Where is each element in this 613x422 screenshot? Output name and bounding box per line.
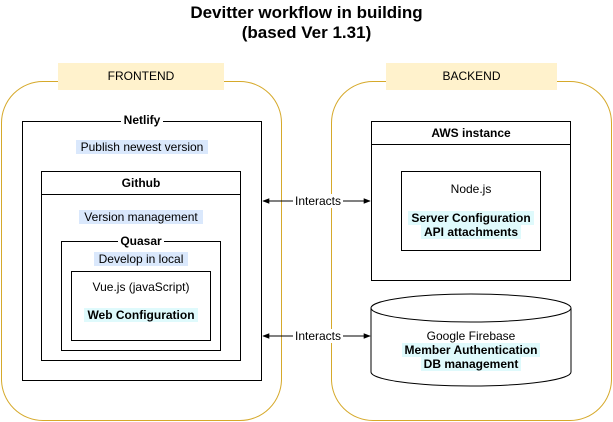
node-note2: API attachments: [401, 225, 541, 239]
vue-box: [71, 271, 211, 341]
firebase-note2: DB management: [371, 357, 571, 371]
node-title: Node.js: [450, 182, 492, 196]
quasar-title: Quasar: [118, 234, 164, 248]
bottom-connector-label: Interacts: [292, 329, 344, 343]
vue-title: Vue.js (javaScript): [92, 280, 190, 294]
netlify-title: Netlify: [22, 113, 262, 127]
node-note1: Server Configuration: [401, 211, 541, 225]
diagram-title-line2: (based Ver 1.31): [241, 23, 372, 42]
top-connector-label: Interacts: [292, 194, 344, 208]
diagram-title-line1: Devitter workflow in building: [190, 3, 423, 22]
netlify-note: Publish newest version: [22, 140, 262, 155]
github-note: Version management: [41, 210, 241, 225]
aws-title: AWS instance: [371, 121, 571, 145]
backend-label: BACKEND: [386, 63, 557, 90]
quasar-note: Develop in local: [61, 252, 221, 267]
firebase-title: Google Firebase: [426, 329, 516, 343]
firebase-note1: Member Authentication: [371, 343, 571, 357]
frontend-label: FRONTEND: [58, 63, 224, 90]
github-title: Github: [41, 171, 241, 195]
vue-note: Web Configuration: [71, 308, 211, 323]
